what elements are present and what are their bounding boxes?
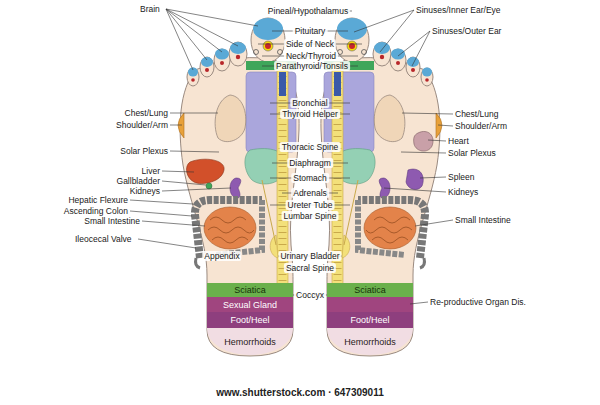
band-label: Hemorrhoids xyxy=(344,337,396,347)
callout-label: Thyroid Helper xyxy=(280,109,340,119)
organ-label: Small Intestine xyxy=(84,216,140,226)
callout-label: Bronchial xyxy=(290,98,329,108)
spine-label: Coccyx xyxy=(294,290,326,300)
callout-label: Pineal/Hypothalamus xyxy=(266,6,350,16)
organ-label: Ileocecal Valve xyxy=(75,234,132,244)
reflex-band: Sexual Gland xyxy=(207,297,293,312)
organ-label: Liver xyxy=(142,166,160,176)
brain-label: Brain xyxy=(140,4,160,14)
band-label: Hemorrhoids xyxy=(224,337,276,347)
organ-label: Spleen xyxy=(448,172,474,182)
illustration-part xyxy=(384,113,453,304)
reflex-band: Foot/Heel xyxy=(327,312,413,328)
illustration-part xyxy=(187,159,225,183)
reflex-band: Foot/Heel xyxy=(207,312,293,328)
callout-label: Urinary Bladder xyxy=(278,251,341,261)
organ-label: Small Intestine xyxy=(455,215,511,225)
illustration-part xyxy=(206,183,212,189)
spine-label: Sacral Spine xyxy=(284,263,336,273)
leader-lines xyxy=(130,9,453,304)
spine-label: Thoracic Spine xyxy=(280,142,341,152)
spine-label: Lumbar Spine xyxy=(282,211,339,221)
illustration-part xyxy=(130,200,205,248)
illustration-part xyxy=(414,131,433,151)
organ-label: Kidneys xyxy=(130,186,160,196)
callout-label: Sinuses/Inner Ear/Eye xyxy=(416,5,501,15)
callout-label: Pituitary xyxy=(293,26,328,36)
band-label: Foot/Heel xyxy=(230,315,269,325)
left-organs xyxy=(187,159,225,189)
band-label: Sciatica xyxy=(234,285,266,295)
callout-label: Sinuses/Outer Ear xyxy=(432,26,501,36)
callout-label: Side of Neck xyxy=(284,39,336,49)
organ-label: Kidneys xyxy=(448,187,478,197)
band-label: Sciatica xyxy=(354,285,386,295)
reflex-band: Sciatica xyxy=(327,283,413,297)
organ-label: Chest/Lung xyxy=(455,109,498,119)
band-label: Foot/Heel xyxy=(350,315,389,325)
organ-label: Shoulder/Arm xyxy=(116,120,168,130)
watermark-text: www.shutterstock.com · 647309011 xyxy=(216,388,384,398)
organ-label: Ascending Colon xyxy=(64,206,128,216)
organ-label: Gallbladder xyxy=(117,176,160,186)
callout-label: Adrenals xyxy=(291,188,329,198)
organ-label: Shoulder/Arm xyxy=(455,121,507,131)
callout-label: Parathyroid/Tonsils xyxy=(274,61,350,71)
callout-label: Stomach xyxy=(291,173,329,183)
callout-label: Diaphragm xyxy=(287,158,333,168)
illustration-part xyxy=(258,11,362,295)
organ-label: Hepatic Flexure xyxy=(68,195,128,205)
organ-label: Chest/Lung xyxy=(125,108,168,118)
right-organs xyxy=(327,131,433,312)
reflex-band: Sciatica xyxy=(207,283,293,297)
illustration-part xyxy=(406,169,423,189)
organ-label: Re-productive Organ Dis. xyxy=(430,297,526,307)
organ-label: Solar Plexus xyxy=(120,146,168,156)
organ-label: Heart xyxy=(448,136,469,146)
illustration-part xyxy=(166,9,258,70)
band-label: Sexual Gland xyxy=(223,300,277,310)
illustration-part xyxy=(327,297,413,312)
organ-label: Solar Plexus xyxy=(448,148,496,158)
illustration-part xyxy=(354,10,430,66)
callout-label: Neck/Thyroid xyxy=(284,51,338,61)
callout-label: Ureter Tube xyxy=(286,200,335,210)
illustration-part xyxy=(162,113,231,191)
organ-label: Appendix xyxy=(202,251,241,261)
